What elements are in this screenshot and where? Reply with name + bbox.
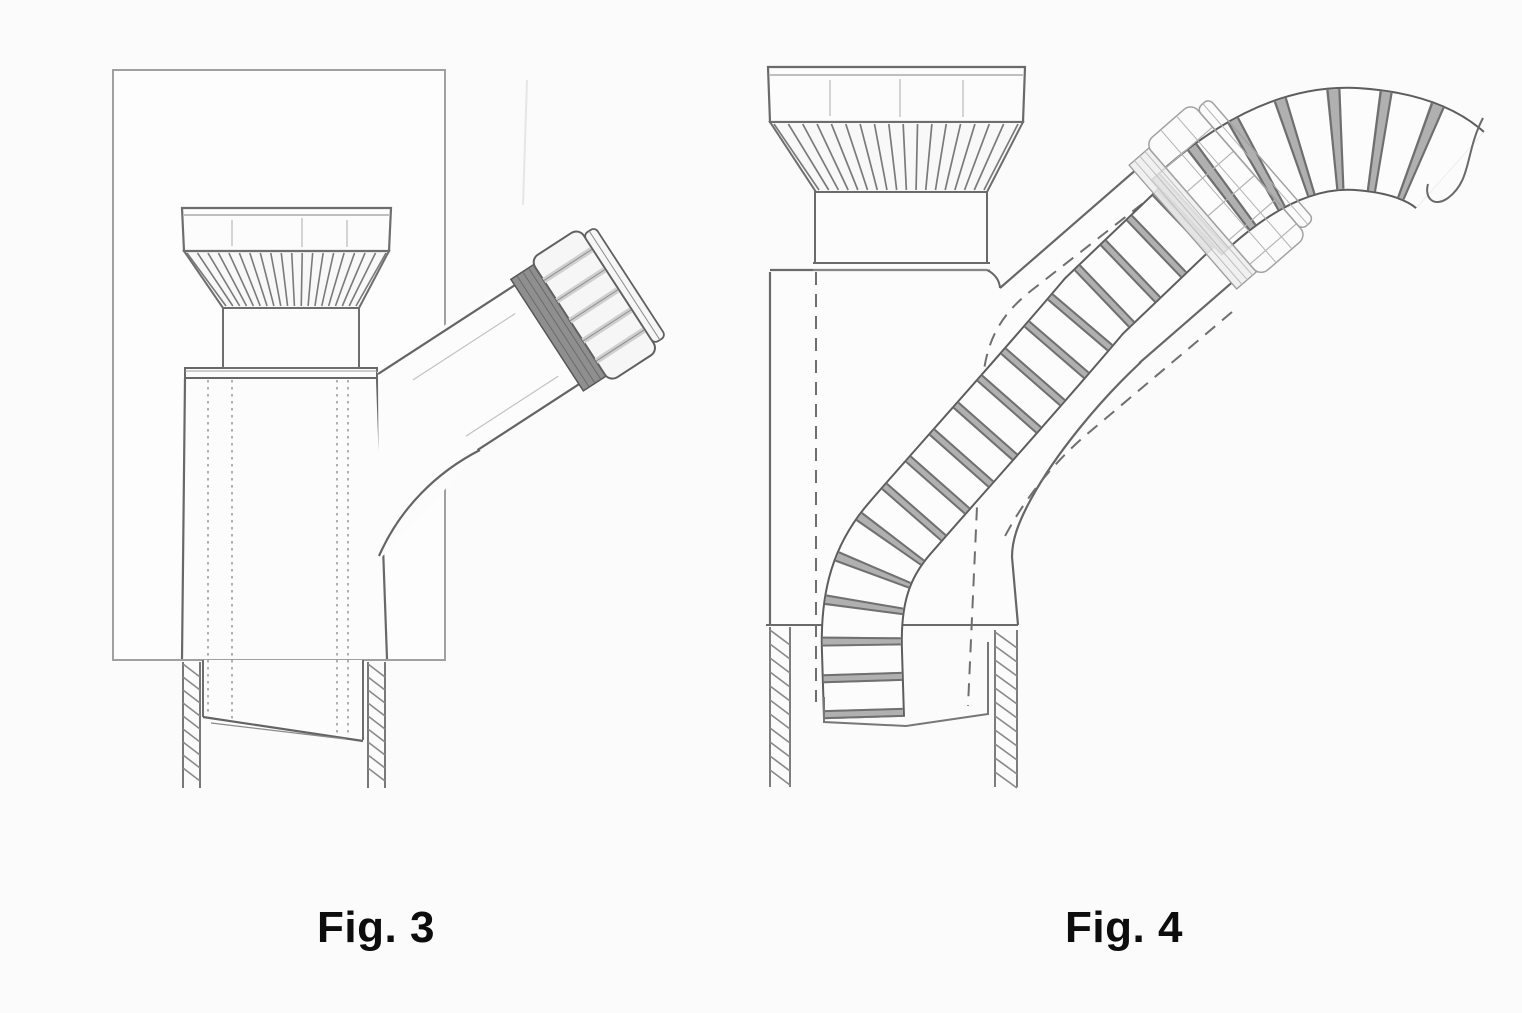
fig3-caption: Fig. 3 — [317, 903, 435, 952]
fig4-drawing — [766, 65, 1485, 789]
standpipe — [182, 662, 386, 788]
wall-hatching — [994, 631, 1018, 789]
knurled-fan — [182, 250, 391, 309]
branch-fillet-upper — [986, 269, 1001, 289]
compression-collar — [1128, 147, 1258, 290]
knurled-end-nut — [532, 228, 665, 380]
scan-scratch — [522, 79, 528, 206]
tailpiece — [202, 660, 364, 743]
corrugated-hose-lower — [820, 188, 1215, 720]
hose-break-squiggle — [1426, 117, 1484, 203]
cap-band — [766, 65, 1027, 124]
wall-hatching — [367, 663, 386, 782]
branch-arm — [376, 228, 665, 560]
fan-ribs — [773, 123, 1019, 191]
knurled-fan — [768, 121, 1025, 193]
reflection-line — [412, 313, 516, 381]
reflection-line — [465, 375, 559, 437]
fig4-caption: Fig. 4 — [1065, 903, 1183, 952]
neck — [222, 307, 360, 369]
loose-nut-assembly — [1128, 100, 1313, 290]
neck — [813, 191, 990, 271]
corrugated-hose-free-end — [1150, 86, 1485, 257]
branch-fillet-lower — [1010, 361, 1142, 626]
knurled-end-nut — [1148, 100, 1313, 274]
wall-hatching — [182, 663, 201, 782]
standpipe — [769, 627, 1018, 789]
fan-ribs — [186, 252, 387, 307]
fitting-body — [180, 367, 389, 660]
tailpiece-outline — [823, 642, 989, 728]
branch-fillet — [377, 449, 481, 557]
fig3-drawing — [112, 69, 665, 788]
cap-band — [180, 206, 393, 253]
wall-hatching — [769, 629, 791, 786]
hidden-tube-dotted-lines — [207, 380, 349, 737]
